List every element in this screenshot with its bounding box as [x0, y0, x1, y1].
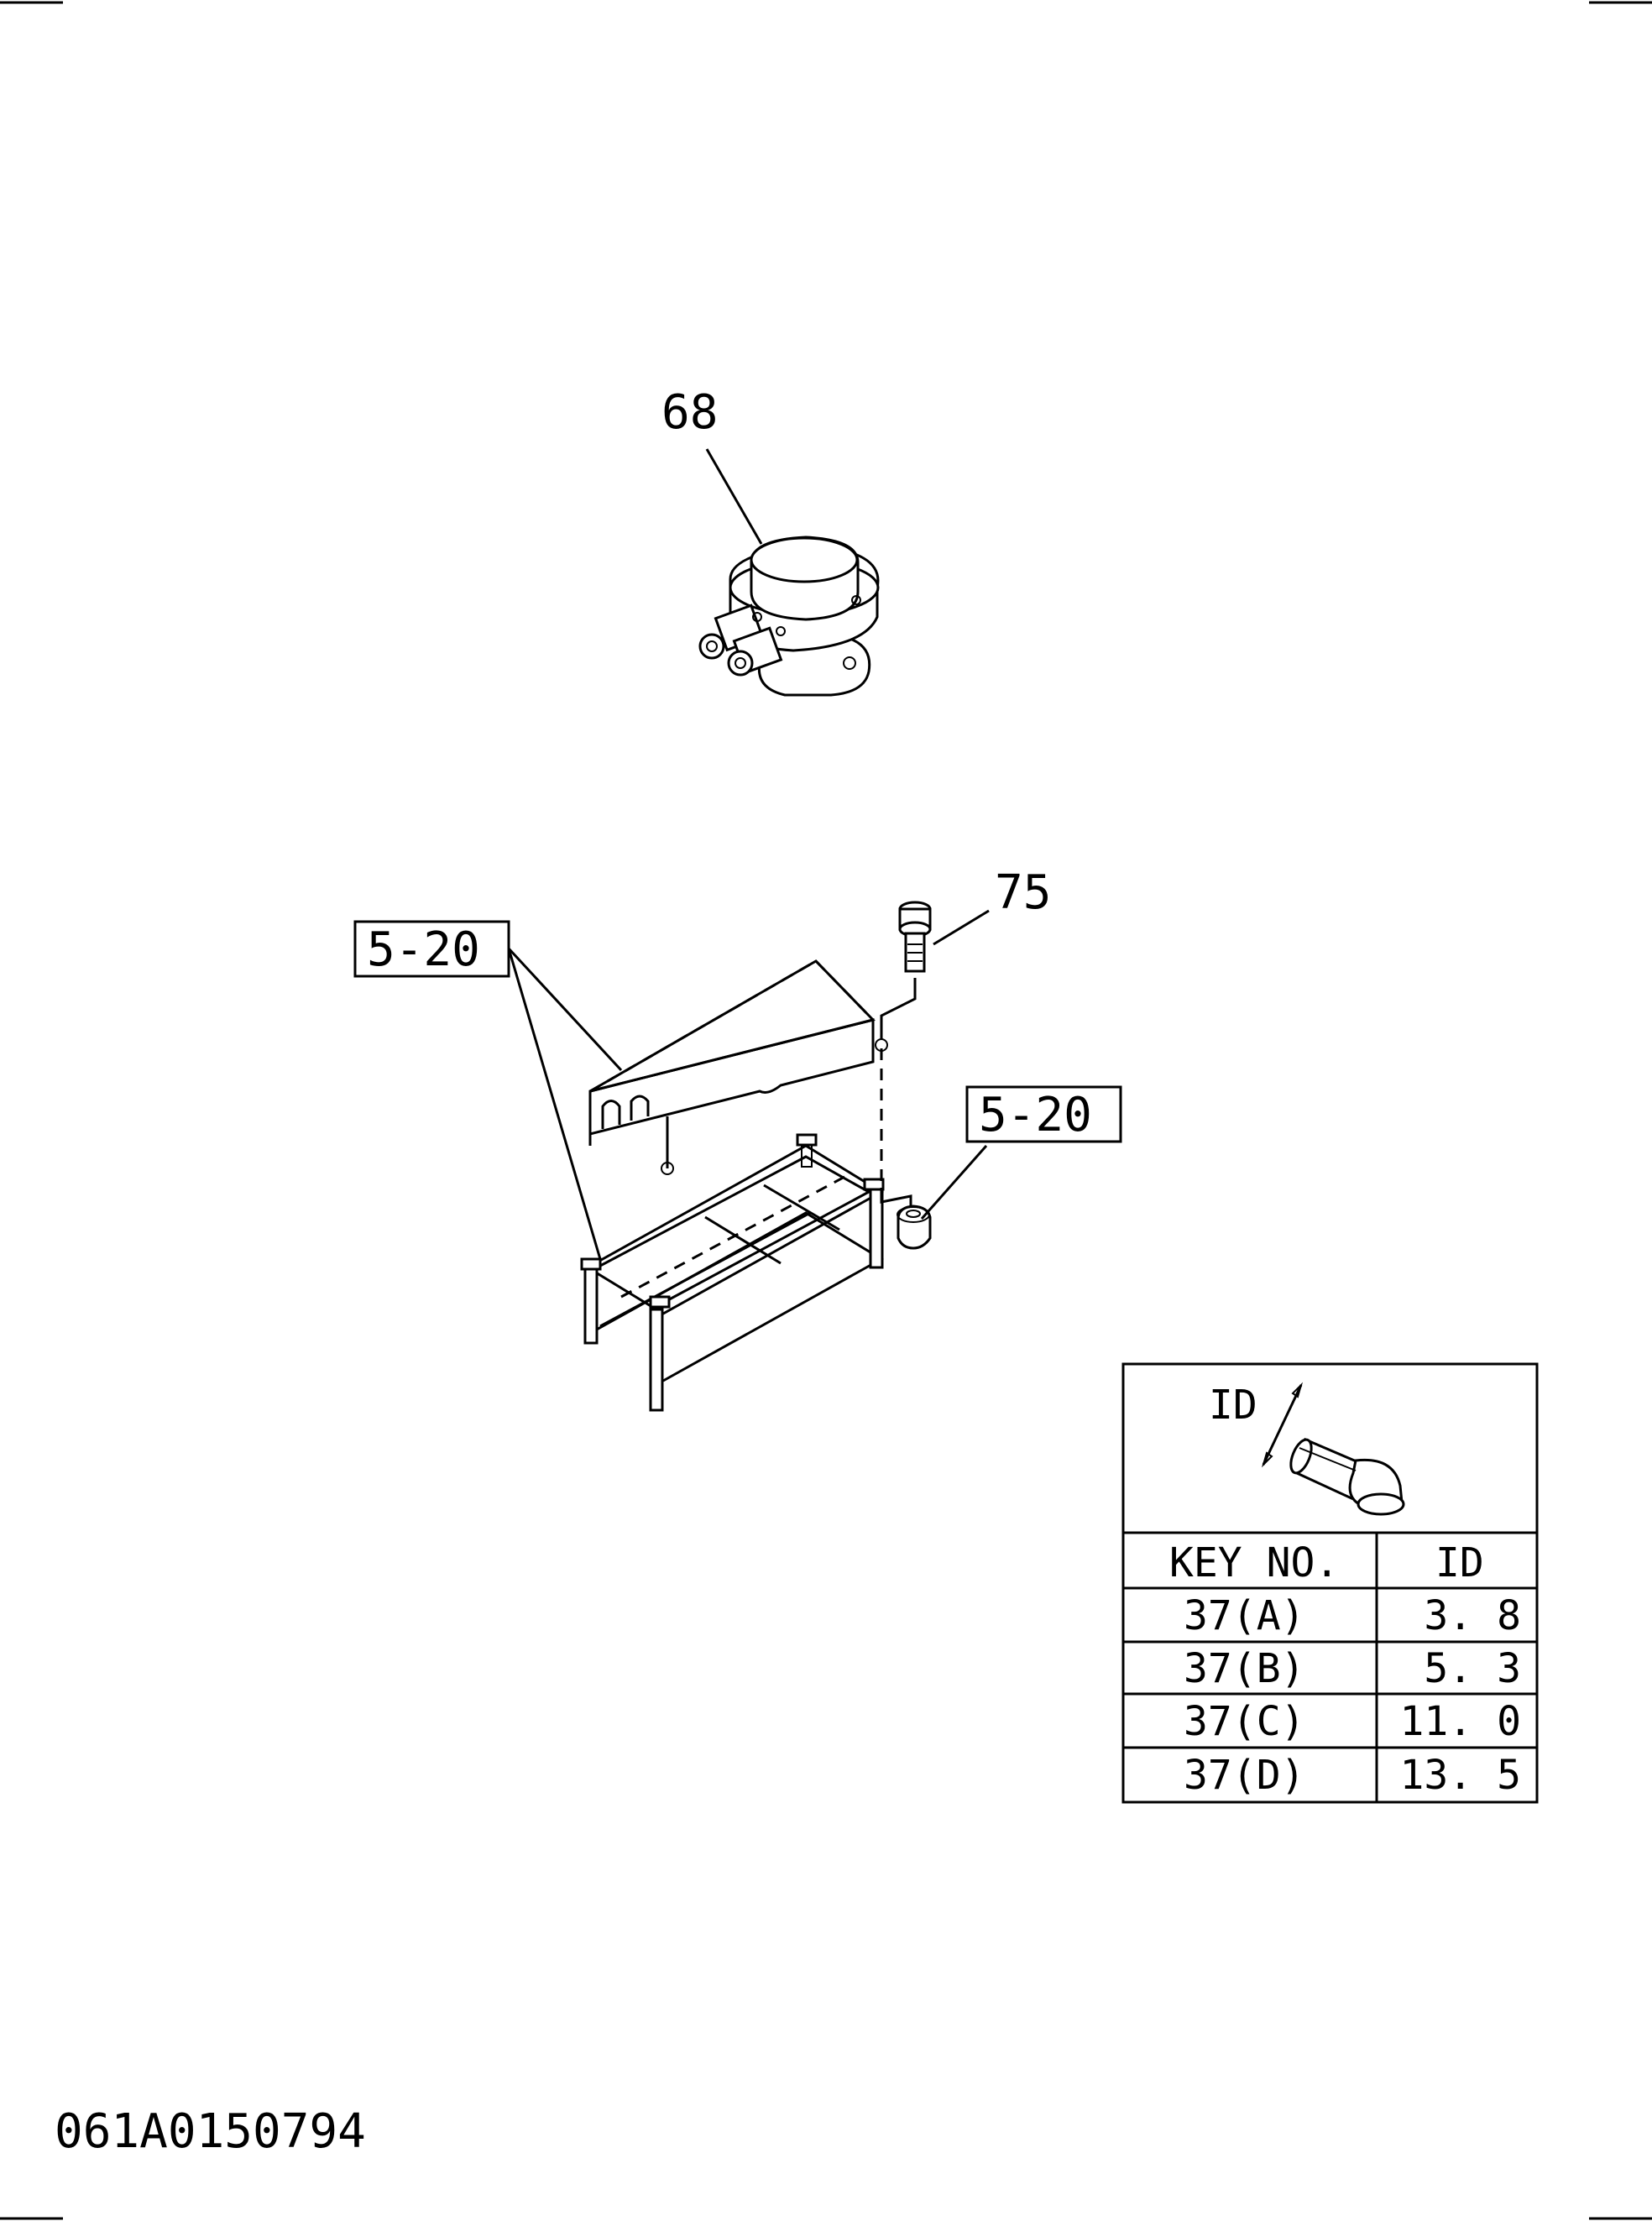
- row-id: 5. 3: [1424, 1645, 1521, 1692]
- diagram-id-label: ID: [1209, 1382, 1257, 1429]
- row-id: 3. 8: [1424, 1592, 1521, 1639]
- drawing-number: 061A0150794: [55, 2104, 366, 2159]
- assembly-lines: [880, 978, 917, 1215]
- battery-cover-illustration: [588, 959, 888, 1175]
- relay-callout: 68: [661, 385, 718, 440]
- id-table: ID KEY NO. ID 37(A) 3. 8 37(B) 5. 3 37(C…: [1121, 1362, 1539, 1804]
- row-key: 37(C): [1184, 1698, 1305, 1745]
- bolt-callout: 75: [995, 865, 1051, 920]
- battery-tray-illustration: [580, 1133, 885, 1412]
- bolt-illustration: [898, 901, 932, 973]
- row-id: 11. 0: [1400, 1698, 1522, 1745]
- cover-ref-leader-1: [507, 947, 623, 1072]
- relay-illustration: [698, 536, 880, 697]
- row-key: 37(B): [1184, 1645, 1305, 1692]
- header-key: KEY NO.: [1169, 1539, 1339, 1586]
- cover-ref-box: 5-20: [353, 920, 510, 978]
- row-id: 13. 5: [1400, 1752, 1522, 1799]
- bolt-leader-line: [933, 909, 990, 946]
- row-key: 37(A): [1184, 1592, 1305, 1639]
- relay-leader-line: [705, 448, 763, 545]
- nut-ref-box: 5-20: [965, 1085, 1122, 1143]
- nut-ref-leader: [920, 1145, 988, 1220]
- row-key: 37(D): [1184, 1752, 1305, 1799]
- nut-illustration: [897, 1205, 932, 1250]
- hose-elbow-diagram: ID: [1209, 1382, 1405, 1516]
- cover-ref-leader-2: [507, 948, 602, 1260]
- nut-ref-label: 5-20: [979, 1088, 1092, 1142]
- cover-ref-label: 5-20: [367, 922, 480, 977]
- header-id: ID: [1435, 1539, 1484, 1586]
